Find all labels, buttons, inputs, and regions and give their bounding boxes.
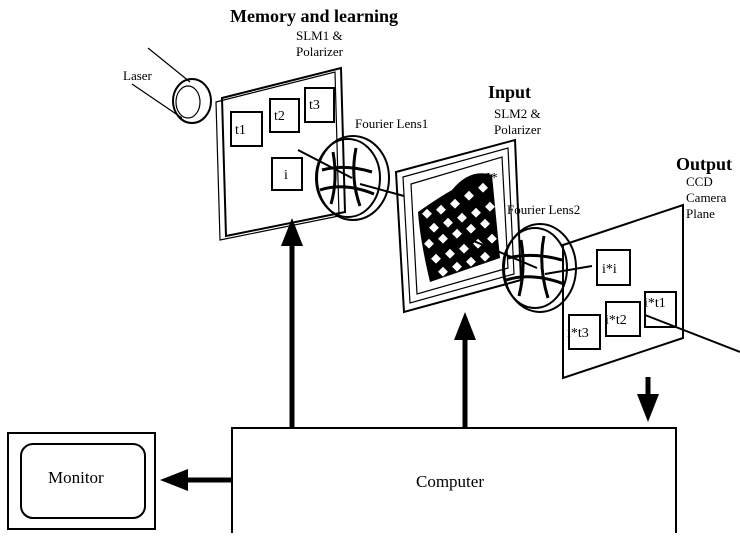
- input-pattern-label: I*: [486, 171, 498, 186]
- fourier-lens2-label: Fourier Lens2: [507, 202, 580, 217]
- ccd-label-line1: CCD: [686, 174, 713, 189]
- slm1-label-line2: Polarizer: [296, 44, 344, 59]
- computer-to-slm2-arrow: [454, 312, 476, 428]
- ccd-cell-ixt2: i*t2: [605, 301, 641, 337]
- fourier-lens1-label: Fourier Lens1: [355, 116, 428, 131]
- slm1-cell-t3: t3: [304, 87, 335, 123]
- input-checker-pattern: [418, 173, 500, 282]
- computer-to-slm1-arrow: [281, 218, 303, 428]
- ccd-label-line2: Camera: [686, 190, 727, 205]
- slm1-cell-t1: t1: [230, 111, 263, 147]
- memory-learning-title: Memory and learning: [230, 6, 398, 26]
- ccd-cell-ixt3: i*t3: [567, 314, 601, 350]
- fourier-lens1: [315, 135, 390, 221]
- slm1-cell-t2: t2: [269, 98, 300, 133]
- slm1-cell-t1-label: t1: [235, 123, 246, 138]
- laser: [131, 47, 212, 124]
- slm1-cell-i-label: i: [284, 168, 288, 183]
- slm1-panel: [215, 66, 347, 241]
- slm2-label-line1: SLM2 &: [494, 106, 541, 121]
- ccd-cell-ixi-label: i*i: [602, 262, 617, 277]
- computer-label: Computer: [416, 472, 484, 491]
- input-title: Input: [488, 82, 531, 102]
- slm1-cell-i: i: [271, 157, 303, 191]
- output-title: Output: [676, 154, 732, 174]
- slm1-cell-t3-label: t3: [309, 98, 320, 113]
- laser-label: Laser: [123, 68, 153, 83]
- monitor: [7, 432, 156, 530]
- ccd-cell-ixi: i*i: [596, 249, 631, 286]
- slm2-label-line2: Polarizer: [494, 122, 542, 137]
- ccd-to-computer-arrow: [637, 377, 659, 422]
- ccd-camera-plane: [562, 203, 684, 380]
- ccd-label-line3: Plane: [686, 206, 715, 221]
- ccd-output-line: [644, 314, 740, 353]
- slm1-label-line1: SLM1 &: [296, 28, 343, 43]
- computer-to-monitor-arrow: [160, 469, 232, 491]
- monitor-label: Monitor: [48, 468, 104, 487]
- ccd-cell-ixt2-label: i*t2: [605, 313, 627, 328]
- ccd-cell-ixt3-label: i*t3: [567, 326, 589, 341]
- ccd-cell-ixt1: i*t1: [644, 291, 677, 328]
- slm1-cell-t2-label: t2: [274, 109, 285, 124]
- ccd-cell-ixt1-label: i*t1: [644, 296, 666, 311]
